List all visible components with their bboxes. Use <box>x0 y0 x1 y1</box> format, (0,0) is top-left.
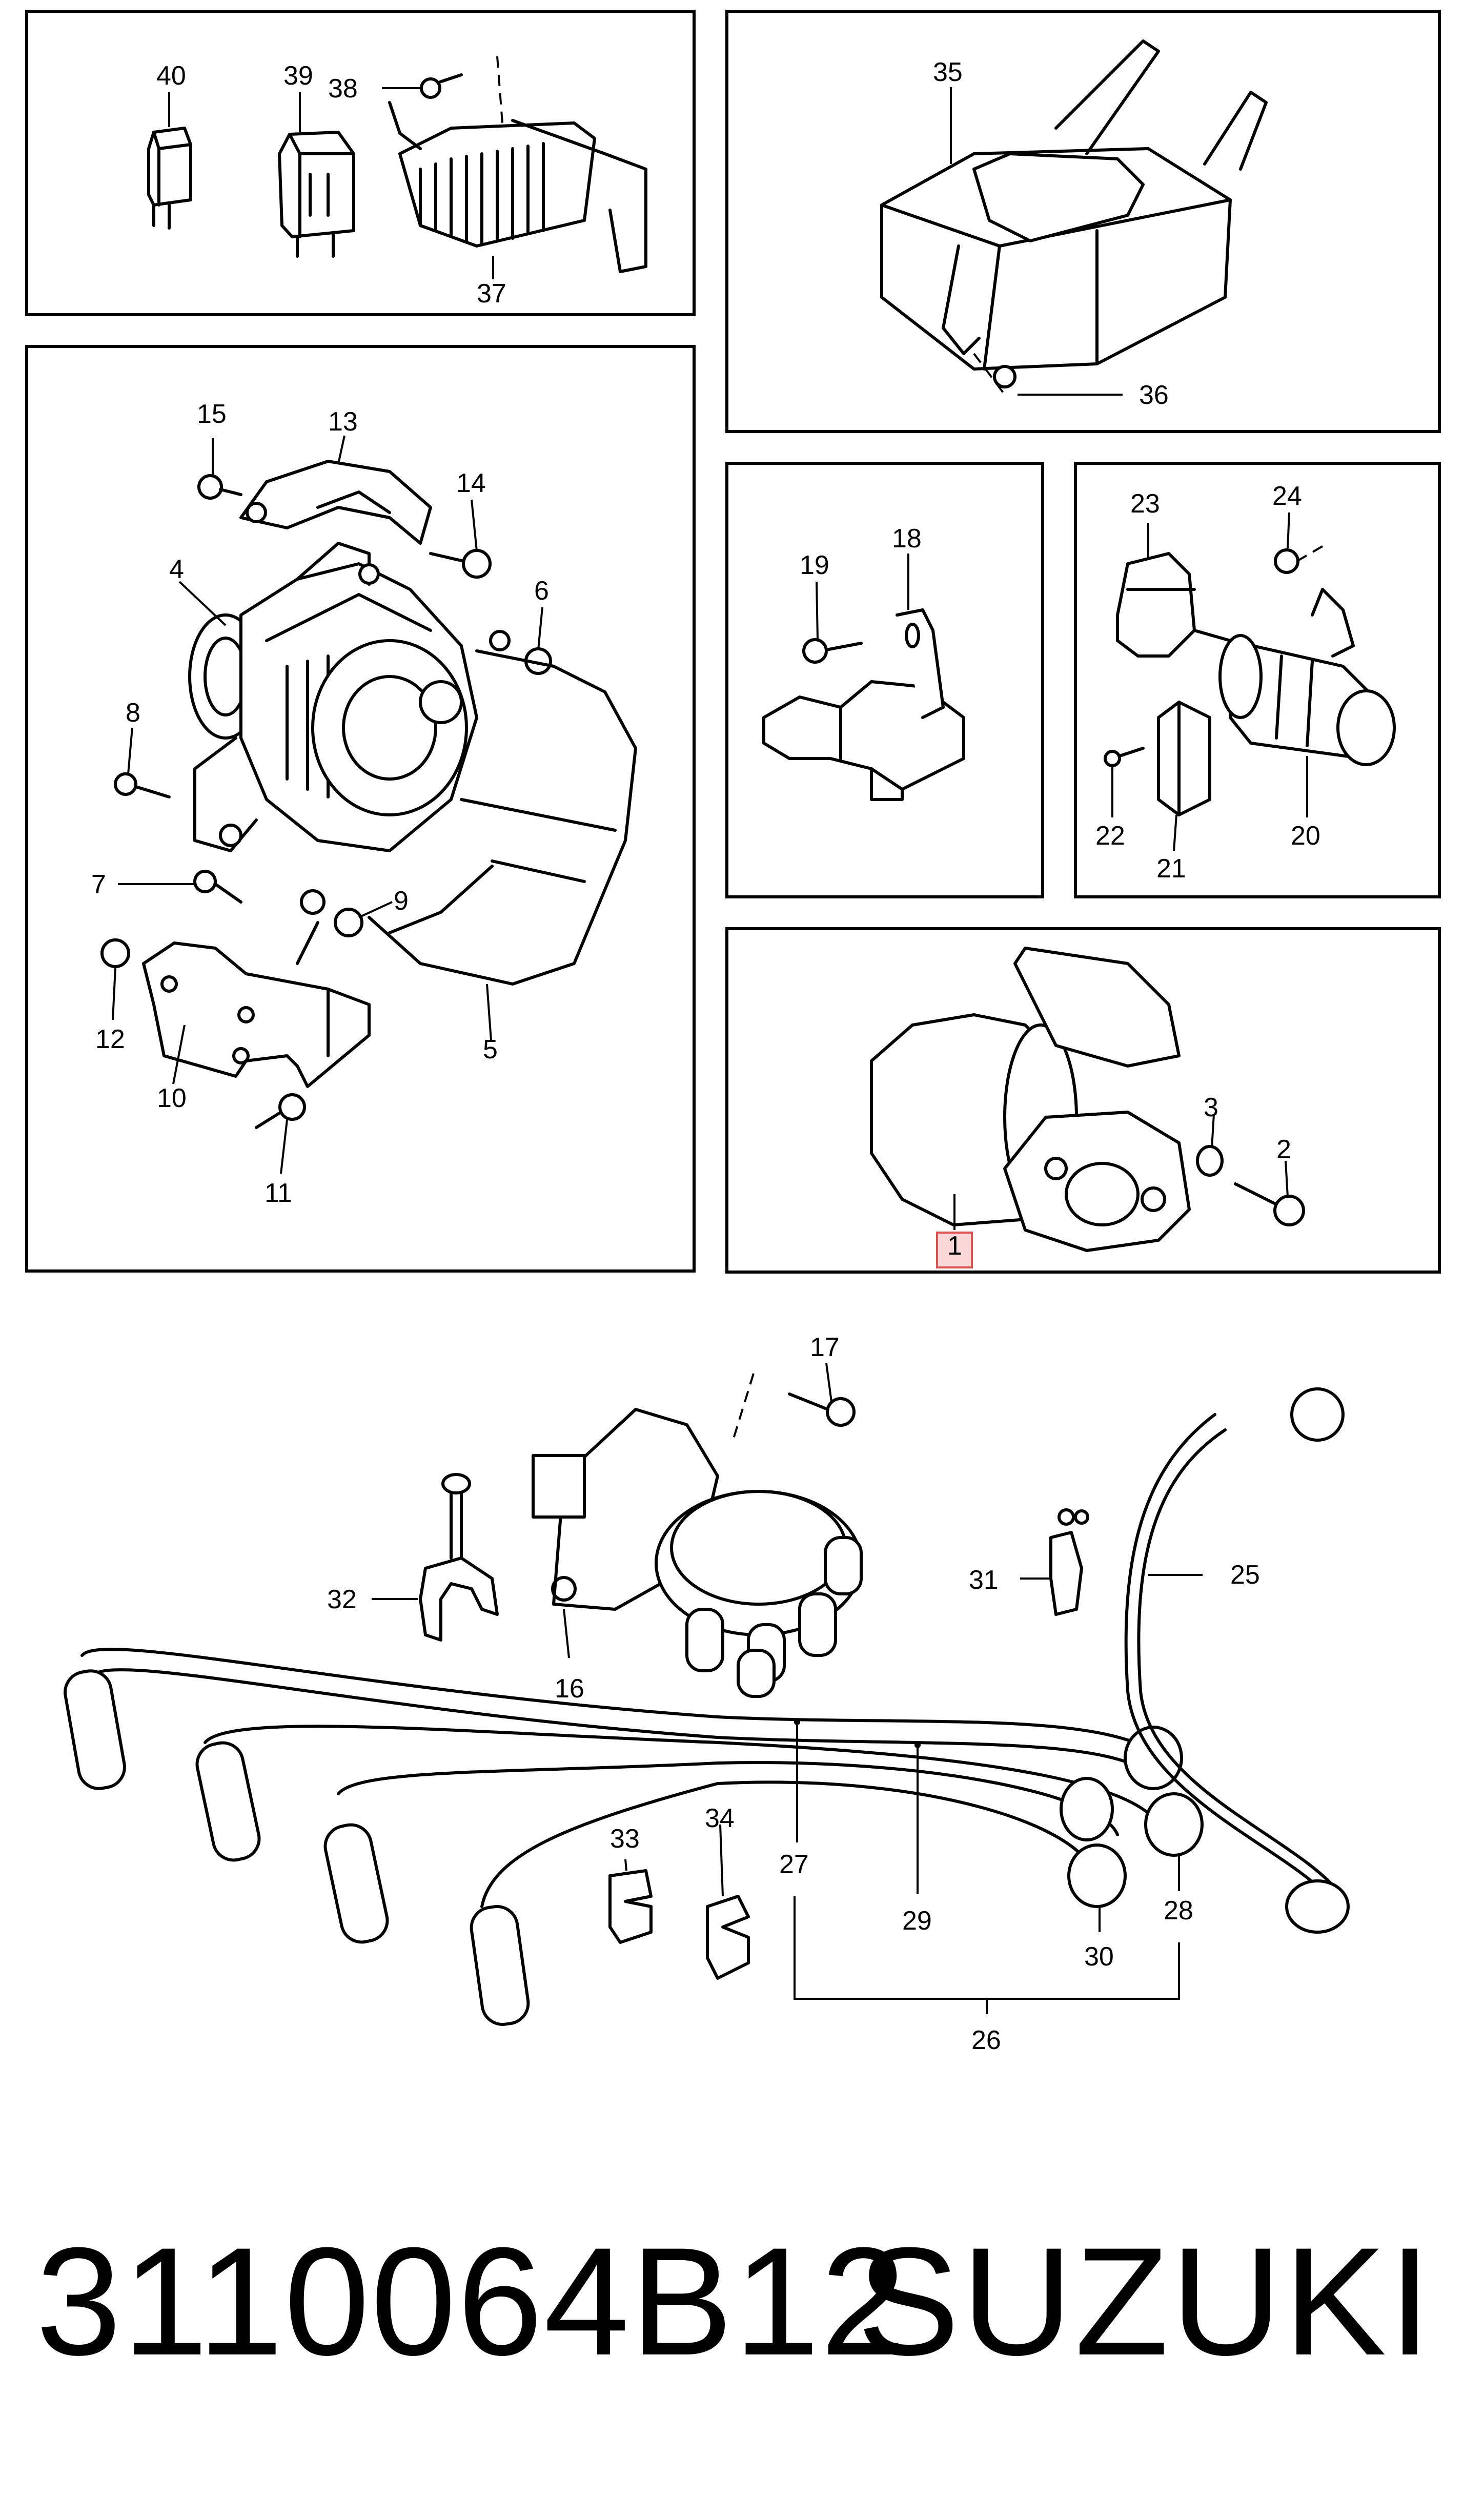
callout-16: 16 <box>555 1674 584 1704</box>
callout-11: 11 <box>265 1178 292 1208</box>
callout-36: 36 <box>1139 380 1169 410</box>
callout-18: 18 <box>892 524 922 554</box>
relay-39-drawing <box>278 131 355 258</box>
callout-8: 8 <box>126 698 140 728</box>
callout-1: 1 <box>947 1231 962 1261</box>
bolt-2-drawing <box>1234 1182 1305 1226</box>
callout-25: 25 <box>1230 1560 1260 1590</box>
bolt-14-drawing <box>429 549 492 579</box>
callout-12: 12 <box>95 1025 125 1054</box>
panel-starter: 3 2 1 <box>725 927 1441 1274</box>
module-35-drawing <box>880 39 1268 396</box>
callout-19: 19 <box>800 550 829 580</box>
callout-40: 40 <box>156 61 186 91</box>
clamp-33-drawing <box>608 1869 653 1944</box>
callout-15: 15 <box>197 399 227 429</box>
callout-20: 20 <box>1291 821 1320 851</box>
bolt-17-drawing <box>732 1373 856 1441</box>
nut-12-drawing <box>100 938 130 968</box>
clamp-23-drawing <box>1116 552 1232 658</box>
callout-37: 37 <box>477 279 506 309</box>
callout-30: 30 <box>1084 1942 1114 1972</box>
callout-3: 3 <box>1204 1093 1218 1122</box>
parts-diagram: 40 39 38 37 35 36 <box>25 10 1441 2055</box>
callout-14: 14 <box>456 468 486 498</box>
panel-ignition-coil: 19 18 <box>725 462 1044 898</box>
callout-26: 26 <box>971 2025 1001 2055</box>
relay-40-drawing <box>147 127 192 230</box>
highlight-box <box>936 1232 973 1268</box>
bolt-19-drawing <box>802 638 863 664</box>
callout-22: 22 <box>1095 821 1125 851</box>
clamp-31-drawing <box>1049 1508 1089 1616</box>
coil-wire-25-drawing <box>1124 1387 1350 1934</box>
nut-9-drawing <box>334 908 363 937</box>
callout-5: 5 <box>483 1035 498 1064</box>
callout-24: 24 <box>1272 481 1302 511</box>
panel-coil-assembly: 23 24 22 21 20 <box>1074 462 1441 898</box>
ignition-wires-drawing <box>64 1648 1204 2026</box>
callout-29: 29 <box>902 1906 932 1936</box>
bolt-7-drawing <box>193 870 242 904</box>
callout-10: 10 <box>157 1083 187 1113</box>
washer-3-drawing <box>1196 1145 1224 1177</box>
distributor-16-drawing <box>532 1408 863 1698</box>
callout-34: 34 <box>705 1804 735 1833</box>
callout-13: 13 <box>328 407 358 437</box>
callout-32: 32 <box>327 1585 357 1614</box>
brand-text: SUZUKI <box>857 2215 1433 2387</box>
callout-33: 33 <box>610 1824 640 1854</box>
callout-7: 7 <box>91 870 106 899</box>
bolt-15-drawing <box>197 474 242 500</box>
screw-22-drawing <box>1104 747 1145 767</box>
bolt-24-drawing <box>1274 542 1329 574</box>
part-number-text: 3110064B12 <box>36 2215 907 2387</box>
callout-9: 9 <box>394 886 409 916</box>
callout-2: 2 <box>1276 1135 1291 1164</box>
alternator-drawing <box>188 542 478 915</box>
bolt-6-drawing <box>489 630 552 675</box>
clamp-32-drawing <box>419 1473 499 1642</box>
panel-control-module: 35 36 <box>725 10 1441 433</box>
callout-23: 23 <box>1130 489 1160 519</box>
regulator-37-drawing <box>388 56 647 273</box>
section-distributor-wires: 17 16 25 31 32 33 34 27 29 30 28 26 <box>64 1333 1350 2055</box>
callout-28: 28 <box>1164 1896 1193 1925</box>
clamp-34-drawing <box>706 1895 750 1980</box>
caption-footer: 3110064B12 SUZUKI <box>0 2204 1464 2399</box>
coil-18-drawing <box>762 608 965 801</box>
bracket-13-drawing <box>239 460 432 545</box>
panel-alternator: 15 13 14 4 6 8 7 9 5 12 10 11 <box>25 345 696 1273</box>
callout-6: 6 <box>534 576 549 606</box>
callout-21: 21 <box>1156 854 1186 884</box>
coil-20-drawing <box>1218 588 1396 766</box>
callout-38: 38 <box>328 74 358 104</box>
callout-4: 4 <box>169 555 184 584</box>
starter-1-drawing <box>870 947 1191 1252</box>
callout-31: 31 <box>969 1565 999 1595</box>
bolt-11-drawing <box>255 1093 306 1129</box>
bracket-21-drawing <box>1157 701 1211 816</box>
cover-5-drawing <box>368 649 637 986</box>
callout-27: 27 <box>779 1850 809 1879</box>
panel-relays: 40 39 38 37 <box>25 10 696 316</box>
bolt-8-drawing <box>114 772 171 798</box>
callout-39: 39 <box>283 61 313 91</box>
bracket-10-drawing <box>142 921 371 1088</box>
callout-35: 35 <box>933 57 963 87</box>
callout-17: 17 <box>810 1333 840 1362</box>
